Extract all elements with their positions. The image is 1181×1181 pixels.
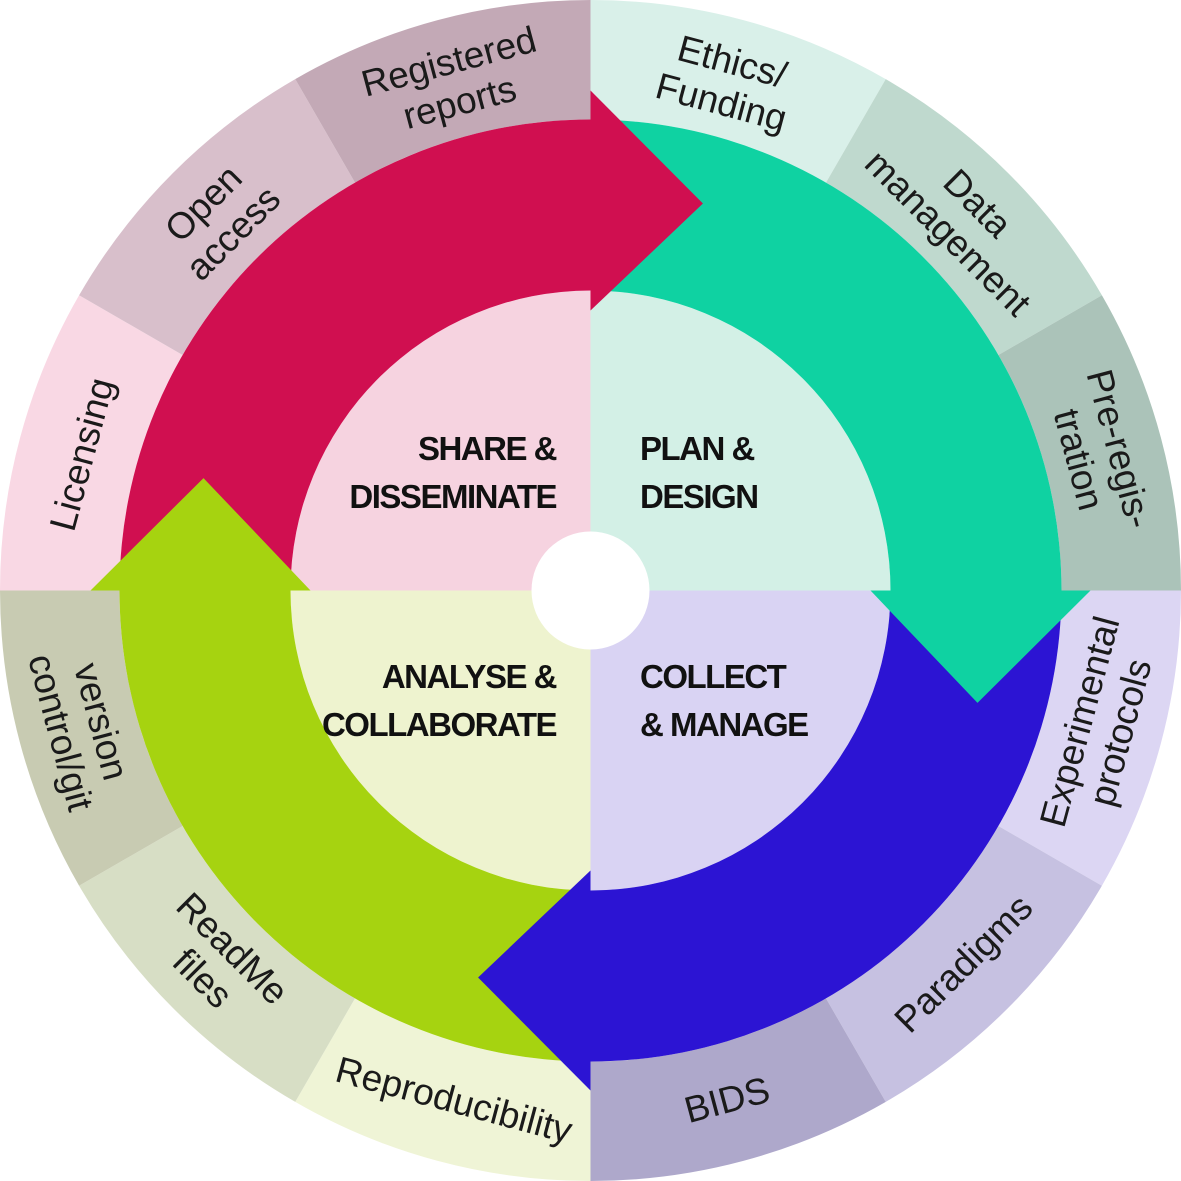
outer-segment-version-control-git [0,590,183,886]
quadrant-label-collect-manage: COLLECT& MANAGE [640,658,808,743]
arrow-bands [119,119,1062,1062]
arrow-head-share-disseminate [590,90,703,311]
outer-segment-reproducibility [295,998,591,1181]
arrow-band-analyse-collaborate [119,590,591,1062]
inner-quadrants [290,290,891,891]
quadrant-plan-design [590,290,891,591]
quadrant-label-share-disseminate: SHARE &DISSEMINATE [349,430,556,515]
outer-segment-registered-reports [295,0,591,183]
arrow-head-analyse-collaborate [90,478,311,591]
outer-segment-licensing [0,295,183,591]
outer-segment-ethics-funding [590,0,886,183]
quadrant-share-disseminate [290,290,591,591]
arrow-band-share-disseminate [119,119,591,591]
arrow-band-plan-design [590,119,1062,591]
quadrant-label-plan-design: PLAN &DESIGN [640,430,758,515]
outer-segment-pre-registration [998,295,1181,591]
outer-segment-data-management [826,79,1102,356]
outer-segment-experimental-protocols [998,590,1181,886]
outer-segment-open-access [79,79,356,356]
quadrant-labels: PLAN &DESIGN COLLECT& MANAGE ANALYSE &COLL… [322,430,810,743]
center-hub [531,531,650,650]
outer-segment-readme-files [79,826,356,1102]
arrow-heads [90,90,1091,1091]
outer-segment-paradigms [826,826,1102,1102]
outer-segment-bids [590,998,886,1181]
quadrant-label-analyse-collaborate: ANALYSE &COLLABORATE [322,658,557,743]
outer-segment-label-version-control-git: versioncontrol/git [20,639,142,816]
arrow-head-plan-design [870,590,1091,703]
arrow-band-collect-manage [590,590,1062,1062]
arrow-head-collect-manage [478,870,591,1091]
quadrant-collect-manage [590,590,891,891]
quadrant-analyse-collaborate [290,590,591,891]
